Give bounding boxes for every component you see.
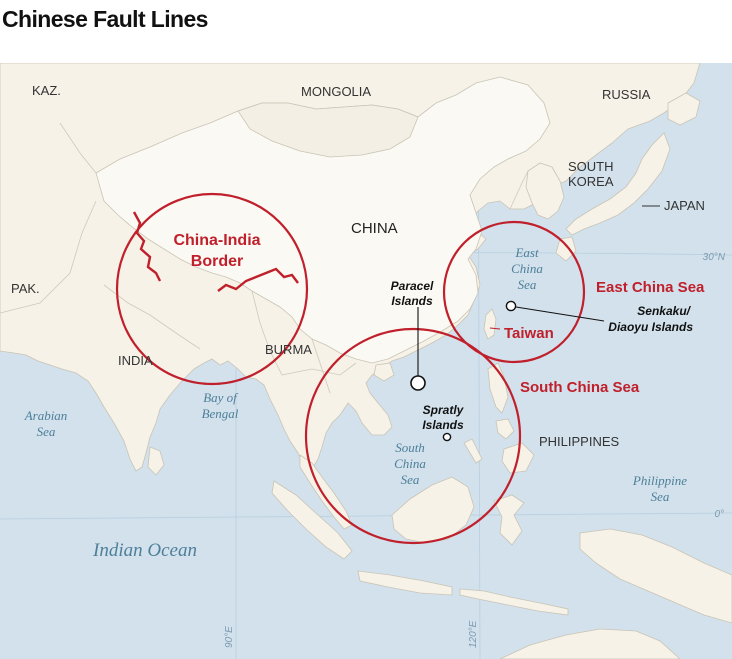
korea-peninsula: [525, 162, 565, 220]
label-bay-of-bengal-2: Bengal: [202, 406, 239, 421]
philippines-palawan: [463, 438, 483, 464]
label-east-china-sea-3: Sea: [518, 277, 537, 292]
sumatra-island: [271, 480, 353, 560]
senkaku-leader-line: [515, 306, 605, 322]
sunda-islands: [459, 588, 569, 616]
label-south-china-sea-2: China: [394, 456, 426, 471]
label-mongolia: MONGOLIA: [301, 84, 371, 99]
label-lon-120: 120°E: [468, 620, 479, 648]
label-burma: BURMA: [265, 342, 312, 357]
spratly-islands-marker: [442, 432, 452, 442]
label-philippine-sea-2: Sea: [651, 489, 670, 504]
label-china-india-2: Border: [191, 253, 243, 270]
australia-north: [499, 628, 681, 659]
japan-kyushu: [555, 236, 577, 262]
label-bay-of-bengal-1: Bay of: [203, 390, 239, 405]
label-east-china-sea-1: East: [514, 245, 539, 260]
label-china-india-1: China-India: [173, 232, 260, 249]
new-guinea-island: [579, 528, 732, 624]
china-india-border-line: [132, 211, 162, 282]
label-india: INDIA: [118, 353, 153, 368]
label-lat-30: 30°N: [703, 252, 726, 263]
label-kaz: KAZ.: [32, 83, 61, 98]
japan-hokkaido: [667, 92, 701, 126]
internal-borders: [0, 122, 529, 394]
china-india-circle: [115, 192, 309, 386]
sri-lanka: [147, 446, 165, 476]
map-title: Chinese Fault Lines: [2, 6, 208, 32]
label-spratly-1: Spratly: [423, 403, 465, 417]
paracel-islands-marker: [410, 375, 426, 391]
label-indian-ocean: Indian Ocean: [92, 540, 197, 561]
label-east-china-sea-2: China: [511, 261, 543, 276]
label-senkaku-2: Diaoyu Islands: [608, 320, 693, 334]
label-south-korea-line1: SOUTH: [568, 159, 614, 174]
label-philippine-sea-1: Philippine: [632, 473, 687, 488]
philippines-luzon: [487, 362, 509, 414]
taiwan-pointer-line: [489, 327, 501, 330]
taiwan-island: [483, 308, 497, 340]
label-south-korea-line2: KOREA: [568, 174, 614, 189]
mongolia-land: [237, 102, 419, 158]
borneo-island: [391, 476, 475, 544]
label-south-china-sea-1: South: [395, 440, 425, 455]
label-spratly-2: Islands: [422, 418, 464, 432]
sulawesi-island: [493, 494, 525, 546]
east-china-sea-circle: [442, 220, 586, 364]
label-taiwan: Taiwan: [504, 325, 554, 342]
label-south-china-sea-3: Sea: [401, 472, 420, 487]
java-island: [357, 570, 453, 596]
label-south-china-sea: South China Sea: [520, 379, 640, 396]
label-lat-0: 0°: [714, 509, 724, 520]
label-philippines: PHILIPPINES: [539, 434, 620, 449]
label-china: CHINA: [351, 220, 398, 237]
hainan-island: [373, 362, 395, 382]
label-arabian-sea-2: Sea: [37, 424, 56, 439]
japan-honshu: [565, 132, 671, 236]
label-arabian-sea-1: Arabian: [24, 408, 68, 423]
label-paracel-2: Islands: [391, 294, 433, 308]
label-pak: PAK.: [11, 281, 40, 296]
map-canvas: KAZ. MONGOLIA RUSSIA SOUTH KOREA JAPAN C…: [0, 63, 732, 659]
china-india-border-line-east: [217, 267, 299, 292]
label-paracel-1: Paracel: [391, 279, 434, 293]
senkaku-islands-marker: [505, 300, 517, 312]
label-senkaku-1: Senkaku/: [637, 304, 691, 318]
south-china-sea-circle: [304, 327, 522, 545]
label-russia: RUSSIA: [602, 87, 651, 102]
philippines-visayas: [495, 418, 515, 440]
label-lon-90: 90°E: [224, 626, 235, 648]
label-japan: JAPAN: [664, 198, 705, 213]
label-east-china-sea: East China Sea: [596, 279, 705, 296]
